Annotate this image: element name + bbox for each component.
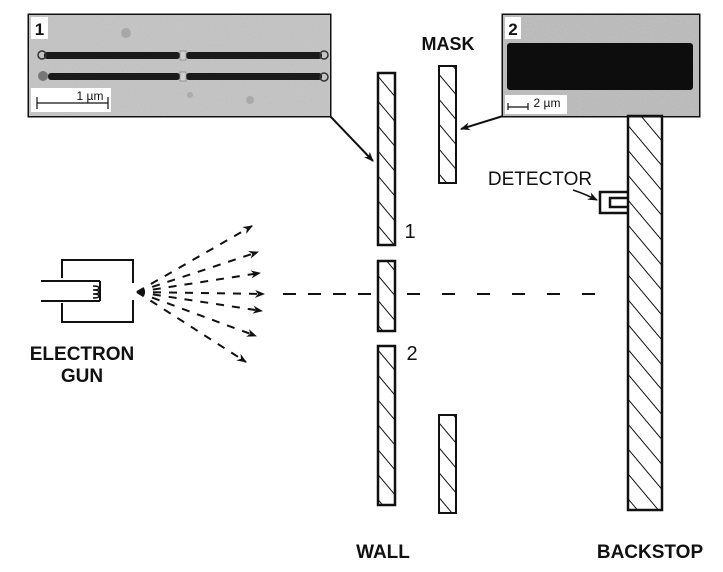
wall xyxy=(376,71,397,507)
dust-spot xyxy=(121,28,131,38)
slit-lower-right xyxy=(186,73,322,80)
electron-ray-arrow xyxy=(136,251,259,293)
slit-2-label: 2 xyxy=(406,343,417,365)
inset-1-scale-label: 1 µm xyxy=(77,89,104,103)
inset-2-label-box xyxy=(505,17,521,39)
slit-upper-left xyxy=(44,52,180,59)
mask-opening xyxy=(507,43,693,90)
inset-2-pointer-arrow xyxy=(460,115,504,131)
slit-end xyxy=(38,71,48,81)
slit-end xyxy=(37,50,47,60)
slit-bridge xyxy=(179,50,187,61)
slit-1-label: 1 xyxy=(404,221,415,243)
wall-middle-segment xyxy=(376,259,397,333)
electron-ray-arrow xyxy=(136,291,257,337)
inset-2-micrograph: 2 2 µm xyxy=(501,13,701,118)
mask-lower-segment xyxy=(438,414,457,514)
inset-1-label-box xyxy=(31,17,48,39)
electron-ray-arrow xyxy=(136,270,261,293)
inset-2-scale-box xyxy=(505,95,567,114)
gun-tube xyxy=(41,280,101,302)
backstop xyxy=(626,114,664,512)
detector xyxy=(572,189,627,215)
detector-icon xyxy=(598,190,627,215)
wall-label: WALL xyxy=(356,542,410,563)
inset-1-scale-box xyxy=(31,88,111,112)
detector-pointer-arrow xyxy=(572,189,598,201)
electron-ray-arrow xyxy=(136,289,265,298)
electron-ray-arrow xyxy=(136,225,253,293)
backstop-label: BACKSTOP xyxy=(597,542,704,563)
inset-1-pointer-arrow xyxy=(329,115,374,162)
inset-2-label: 2 xyxy=(508,20,517,39)
electron-rays xyxy=(136,225,265,363)
gun-housing-top xyxy=(61,259,134,283)
dust-spot xyxy=(187,92,193,98)
slit-lower-left xyxy=(48,73,180,80)
wall-upper-segment xyxy=(376,71,397,247)
electron-ray-arrow xyxy=(136,291,247,363)
dust-spot xyxy=(246,96,254,104)
mask-label: MASK xyxy=(422,34,475,54)
slit-end xyxy=(319,72,329,82)
detector-label: DETECTOR xyxy=(488,169,592,190)
electron-gun-label-line1: ELECTRON xyxy=(30,344,135,365)
wall-lower-segment xyxy=(376,344,397,507)
slit-end xyxy=(319,50,329,60)
mask-upper-segment xyxy=(438,65,457,184)
filament-icon xyxy=(92,285,100,299)
gun-housing-bottom xyxy=(61,300,134,323)
slit-bridge xyxy=(179,71,187,82)
slit-upper-right xyxy=(186,52,322,59)
electron-gun xyxy=(41,259,134,323)
inset-2-scale-label: 2 µm xyxy=(534,96,561,110)
inset-1-micrograph: 1 1 µm xyxy=(27,13,332,118)
electron-ray-arrow xyxy=(136,291,263,314)
inset-1-label: 1 xyxy=(35,20,44,39)
mask xyxy=(438,65,457,514)
electron-gun-label-line2: GUN xyxy=(61,366,103,387)
